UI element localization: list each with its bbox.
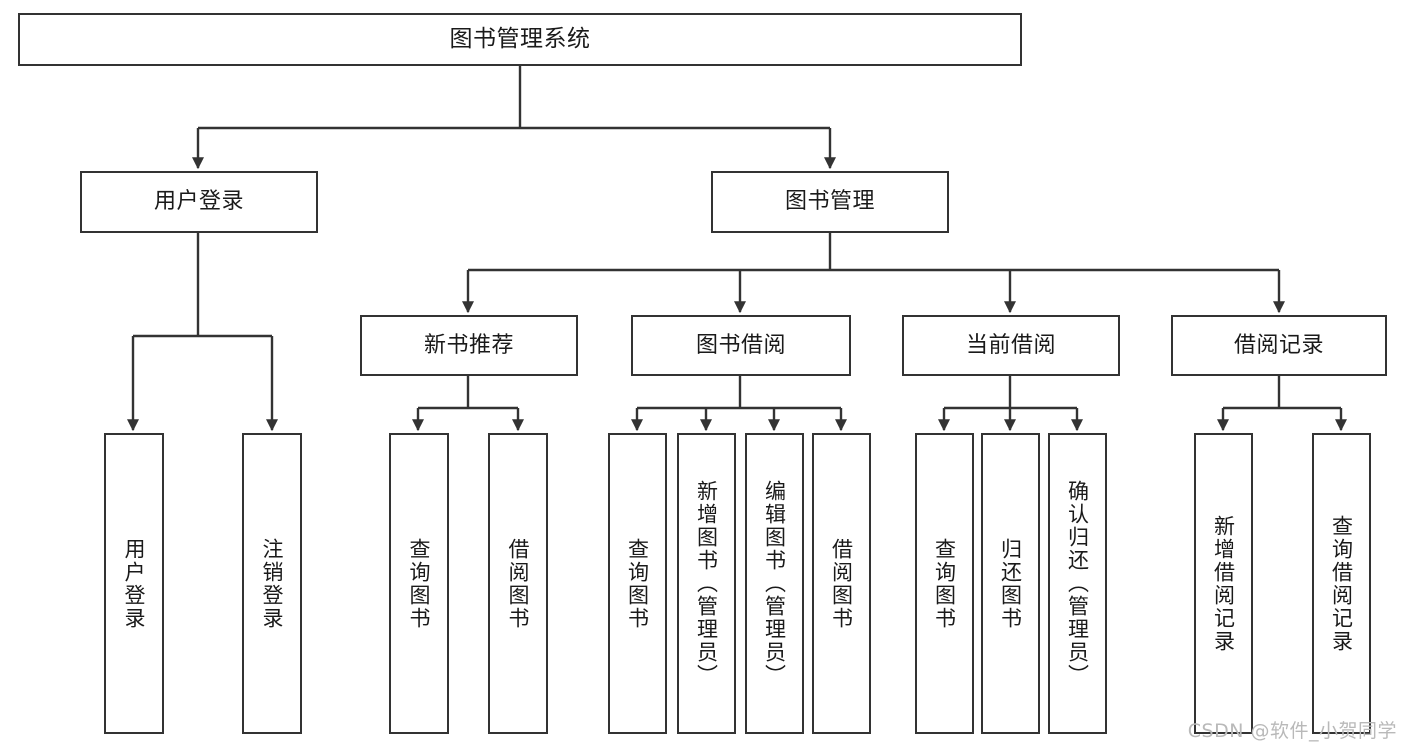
node-label: 借阅图书 (829, 537, 854, 630)
node-book-borrow[interactable]: 图书借阅 (631, 315, 851, 376)
node-label: 注销登录 (260, 537, 285, 630)
node-label: 编辑图书（管理员） (762, 480, 787, 687)
node-label: 确认归还（管理员） (1065, 480, 1090, 687)
node-book-management[interactable]: 图书管理 (711, 171, 949, 233)
node-label: 查询图书 (625, 537, 650, 630)
csdn-watermark: CSDN @软件_小贺同学 (1187, 720, 1397, 742)
leaf-book-borrow-query-book[interactable]: 查询图书 (608, 433, 667, 734)
node-label: 新书推荐 (423, 332, 514, 358)
node-label: 图书借阅 (695, 332, 786, 358)
leaf-book-borrow-borrow-book[interactable]: 借阅图书 (812, 433, 871, 734)
node-root-book-management-system[interactable]: 图书管理系统 (18, 13, 1022, 66)
leaf-new-book-borrow-book[interactable]: 借阅图书 (488, 433, 548, 734)
node-label: 查询借阅记录 (1329, 514, 1354, 653)
node-label: 新增借阅记录 (1211, 514, 1236, 653)
leaf-borrow-record-query-record[interactable]: 查询借阅记录 (1312, 433, 1371, 734)
node-label: 用户登录 (122, 537, 147, 630)
node-current-borrow[interactable]: 当前借阅 (902, 315, 1120, 376)
node-label: 图书管理系统 (449, 25, 591, 52)
node-new-book-recommend[interactable]: 新书推荐 (360, 315, 578, 376)
leaf-current-borrow-return-book[interactable]: 归还图书 (981, 433, 1040, 734)
node-label: 查询图书 (407, 537, 432, 630)
node-label: 用户登录 (153, 189, 244, 215)
node-label: 查询图书 (932, 537, 957, 630)
node-label: 当前借阅 (965, 332, 1056, 358)
node-label: 图书管理 (784, 189, 875, 215)
leaf-user-login-login[interactable]: 用户登录 (104, 433, 164, 734)
leaf-book-borrow-edit-book-admin[interactable]: 编辑图书（管理员） (745, 433, 804, 734)
node-label: 新增图书（管理员） (694, 480, 719, 687)
node-label: 借阅图书 (506, 537, 531, 630)
node-label: 归还图书 (998, 537, 1023, 630)
leaf-new-book-query-book[interactable]: 查询图书 (389, 433, 449, 734)
leaf-book-borrow-add-book-admin[interactable]: 新增图书（管理员） (677, 433, 736, 734)
node-borrow-record[interactable]: 借阅记录 (1171, 315, 1387, 376)
node-label: 借阅记录 (1233, 332, 1324, 358)
leaf-user-login-logout[interactable]: 注销登录 (242, 433, 302, 734)
leaf-current-borrow-query-book[interactable]: 查询图书 (915, 433, 974, 734)
node-user-login[interactable]: 用户登录 (80, 171, 318, 233)
leaf-current-borrow-confirm-return-admin[interactable]: 确认归还（管理员） (1048, 433, 1107, 734)
leaf-borrow-record-add-record[interactable]: 新增借阅记录 (1194, 433, 1253, 734)
